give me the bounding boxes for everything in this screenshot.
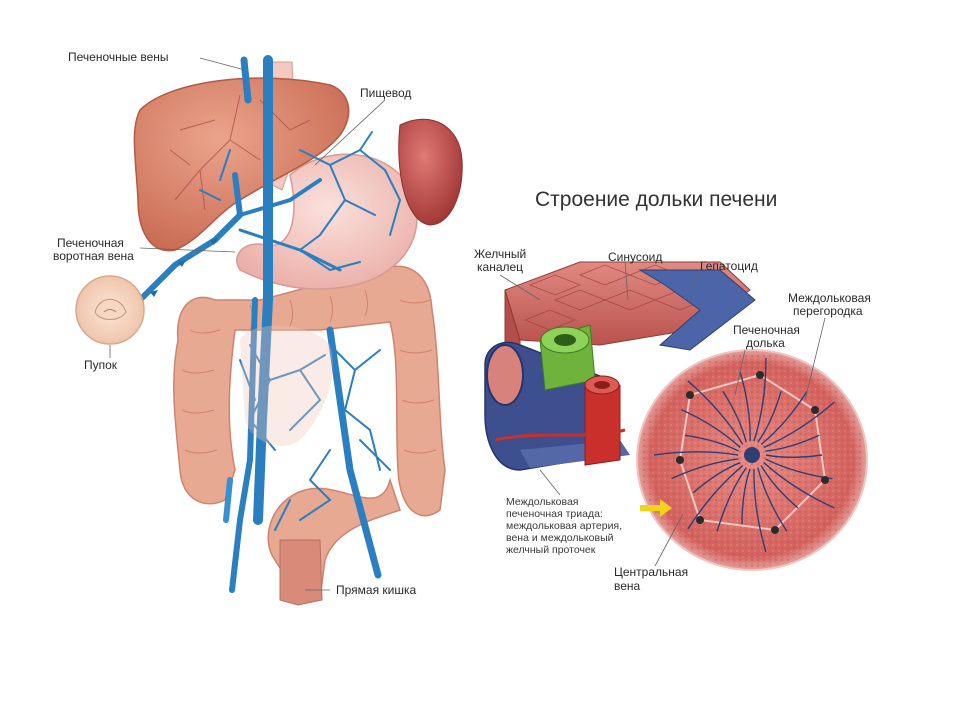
vein-network — [199, 131, 402, 531]
leader-lines-left — [109, 57, 386, 591]
spleen — [398, 118, 463, 226]
portal-triad-node — [771, 526, 779, 534]
radial-sinusoid — [716, 467, 747, 532]
radial-sinusoid — [763, 462, 835, 509]
radial-sinusoid — [741, 468, 751, 525]
interlobular-artery — [584, 375, 621, 466]
label-hepatocyte: Гепатоцид — [700, 259, 758, 273]
portal-triad-node — [756, 371, 764, 379]
portal-triad-node — [821, 476, 829, 484]
radial-sinusoid — [687, 465, 744, 530]
label-triad-line3: междольковая артерия, — [506, 520, 623, 532]
lobule-structure — [484, 261, 868, 571]
label-lobule-line2: долька — [746, 336, 785, 350]
label-portal-vein-line1: Печеночная — [57, 236, 124, 250]
radial-sinusoid — [684, 434, 739, 452]
small-intestine — [240, 325, 333, 447]
flow-arrows — [150, 238, 218, 297]
digestive-system — [75, 55, 463, 606]
portal-triad-node — [696, 516, 704, 524]
label-septum-line2: перегородка — [793, 304, 863, 318]
colon — [173, 265, 446, 517]
radial-sinusoid — [765, 454, 823, 459]
radial-sinusoid — [687, 380, 744, 445]
radial-sinusoid — [763, 401, 835, 449]
label-bile-canaliculus-line2: каналец — [477, 260, 524, 274]
label-septum-line1: Междольковая — [788, 291, 871, 305]
radial-sinusoid — [671, 458, 739, 480]
main-veins — [223, 55, 382, 593]
radial-sinusoid — [739, 371, 751, 442]
pointer-arrow — [640, 499, 672, 517]
leader-lines-right — [499, 261, 826, 567]
radial-sinusoid — [757, 391, 782, 443]
label-hepatic-veins: Печеночные вены — [68, 50, 169, 64]
sinusoid-channel — [638, 269, 756, 351]
portal-triad-node — [811, 406, 819, 414]
radial-sinusoid — [760, 391, 808, 445]
bile-duct — [539, 324, 596, 391]
navel — [75, 275, 145, 345]
label-bile-canaliculus-line1: Желчный — [474, 247, 527, 261]
label-rectum: Прямая кишка — [336, 583, 417, 597]
label-sinusoid: Синусоид — [608, 250, 663, 264]
radial-sinusoid — [753, 357, 767, 442]
label-central-vein-line2: вена — [614, 579, 641, 593]
label-central-vein-line1: Центральная — [614, 565, 689, 579]
label-lobule-line1: Печеночная — [733, 323, 800, 337]
label-triad-line4: вена и междольковый — [506, 532, 614, 544]
label-triad-line2: печеночная триада: — [506, 508, 603, 520]
radial-sinusoid — [722, 390, 747, 443]
radial-sinusoid — [760, 465, 799, 509]
artery-branch — [494, 428, 626, 442]
label-esophagus: Пищевод — [360, 86, 412, 100]
label-portal-vein-line2: воротная вена — [53, 249, 134, 263]
vein-lumen — [486, 344, 524, 406]
portal-triad-node — [686, 391, 694, 399]
radial-sinusoid — [653, 451, 739, 456]
label-triad-line5: желчный проточек — [506, 544, 596, 556]
radial-sinusoid — [757, 467, 788, 532]
label-triad-line1: Междольковая — [506, 496, 579, 508]
liver — [133, 77, 350, 252]
radial-sinusoid — [753, 468, 767, 553]
lobule-cross-section — [636, 349, 868, 571]
lobule-title: Строение дольки печени — [535, 188, 778, 211]
label-navel: Пупок — [84, 358, 118, 372]
rectum-shape — [279, 539, 323, 606]
radial-sinusoid — [681, 408, 741, 448]
radial-sinusoid — [692, 461, 741, 494]
portal-triad-node — [676, 456, 684, 464]
radial-sinusoid — [765, 434, 820, 452]
